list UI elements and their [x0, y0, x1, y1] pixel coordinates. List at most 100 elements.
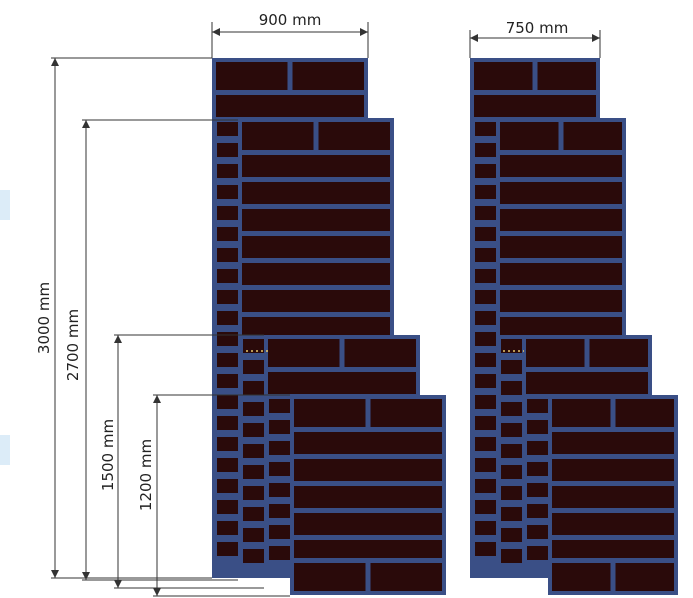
- panel-900-1200: [290, 395, 446, 595]
- panel-900-2700-edge-slot: [243, 360, 265, 374]
- dim-3000-arrow-bottom: [51, 570, 59, 578]
- panel-900-2700-edge-slot: [243, 507, 265, 521]
- panel-750-1200-bottom-cell: [615, 563, 674, 591]
- panel-750-3000-edge-slot: [475, 374, 497, 388]
- panel-900-2700-bay: [242, 263, 390, 285]
- panel-900-2700-bay: [242, 155, 390, 177]
- panel-750-3000-edge-slot: [475, 290, 497, 304]
- panel-900-2700-edge-slot: [243, 486, 265, 500]
- panel-750-2700-bay: [500, 263, 622, 285]
- height-1200-label: 1200 mm: [137, 439, 155, 511]
- panel-750-1500-edge: [524, 395, 552, 578]
- panel-900-2700-edge-slot: [243, 549, 265, 563]
- panel-750-3000-edge-slot: [475, 227, 497, 241]
- panel-900-3000-edge-slot: [217, 143, 239, 157]
- panel-750-3000-edge-slot: [475, 311, 497, 325]
- panel-900-3000-edge-slot: [217, 122, 239, 136]
- panel-750-2700-edge-slot: [501, 465, 523, 479]
- panel-750-3000-edge-slot: [475, 458, 497, 472]
- panel-900-2700-bay: [242, 236, 390, 258]
- panel-900-1500-edge-slot: [269, 399, 291, 413]
- panel-750-2700-top-cell: [563, 122, 622, 150]
- panel-750-1500-edge-slot: [527, 420, 549, 434]
- panel-750-2700-edge-slot: [501, 444, 523, 458]
- side-tint-lower: [0, 435, 10, 465]
- panel-750-3000-edge-slot: [475, 437, 497, 451]
- panel-750-1500-bay: [526, 372, 648, 394]
- panel-750-2700-bay: [500, 209, 622, 231]
- panel-750-1500-edge-slot: [527, 441, 549, 455]
- panel-750-2700-bay: [500, 317, 622, 339]
- panel-900-3000-edge: [214, 118, 242, 578]
- panel-900-2700-edge-slot: [243, 381, 265, 395]
- panel-750-3000-top-cell: [537, 62, 596, 90]
- panel-900-2700-bay: [242, 317, 390, 339]
- dim-3000-arrow-top: [51, 58, 59, 66]
- panel-900-1200-bay: [294, 432, 442, 454]
- panel-750-3000-edge-slot: [475, 122, 497, 136]
- panel-900-3000-edge-slot: [217, 395, 239, 409]
- panel-750-1200-top-cell: [615, 399, 674, 427]
- panel-stacks: [212, 58, 678, 595]
- panel-750-3000-edge-slot: [475, 185, 497, 199]
- panel-750-1200-bay: [552, 432, 674, 454]
- dim-900-arrow-left: [212, 28, 220, 36]
- panel-900-3000-edge-slot: [217, 269, 239, 283]
- panel-750-3000-edge-slot: [475, 395, 497, 409]
- panel-900-2700-top-cell: [318, 122, 390, 150]
- panel-900-1200-bay: [294, 513, 442, 535]
- panel-750-2700-edge-slot: [501, 549, 523, 563]
- panel-900-3000-edge-slot: [217, 206, 239, 220]
- panel-900-2700-edge-slot: [243, 402, 265, 416]
- panel-750-2700-bay: [500, 290, 622, 312]
- panel-750-2700-edge-slot: [501, 507, 523, 521]
- panel-900-1200-bottom-cell: [294, 563, 366, 591]
- panel-750-1500-edge-slot: [527, 525, 549, 539]
- panel-750-2700-bay: [500, 236, 622, 258]
- panel-750-1200-bottom-cell: [552, 563, 611, 591]
- panel-750-1200: [548, 395, 678, 595]
- panel-900-3000-top-cell: [292, 62, 364, 90]
- panel-900-3000-edge-slot: [217, 311, 239, 325]
- panel-900-1200-bay: [294, 540, 442, 558]
- panel-750-1500-top-cell: [589, 339, 648, 367]
- panel-900-3000-edge-slot: [217, 479, 239, 493]
- panel-750-1500-edge-slot: [527, 462, 549, 476]
- dim-750-arrow-left: [470, 34, 478, 42]
- panel-750-3000-edge-slot: [475, 500, 497, 514]
- dim-1500-arrow-top: [114, 335, 122, 343]
- panel-750-3000-bay: [474, 95, 596, 117]
- dim-900-arrow-right: [360, 28, 368, 36]
- dim-1200-arrow-top: [153, 395, 161, 403]
- panel-750-3000-edge-slot: [475, 269, 497, 283]
- panel-900-1500-bay: [268, 372, 416, 394]
- panel-750-1500-edge-slot: [527, 546, 549, 560]
- panel-900-1500-edge-slot: [269, 525, 291, 539]
- panel-900-3000-edge-slot: [217, 416, 239, 430]
- dim-1200-arrow-bottom: [153, 588, 161, 596]
- panel-900-3000-edge-slot: [217, 248, 239, 262]
- panel-900-2700-edge-slot: [243, 444, 265, 458]
- panel-900-2700-bay: [242, 182, 390, 204]
- width-750-label: 750 mm: [506, 19, 569, 37]
- side-tint-upper: [0, 190, 10, 220]
- panel-900-3000-edge-slot: [217, 164, 239, 178]
- dim-2700-arrow-top: [82, 120, 90, 128]
- panel-750-1200-bay: [552, 540, 674, 558]
- panel-900-1200-top-cell: [370, 399, 442, 427]
- panel-750-3000-edge-slot: [475, 164, 497, 178]
- panel-750-1500-top-cell: [526, 339, 585, 367]
- panel-900-1200-top-cell: [294, 399, 366, 427]
- panel-900-1200-bottom-cell: [370, 563, 442, 591]
- panel-750-1200-top-cell: [552, 399, 611, 427]
- panel-900-2700-edge-slot: [243, 339, 265, 353]
- panel-900-3000-edge-slot: [217, 374, 239, 388]
- panel-900-3000-edge-slot: [217, 437, 239, 451]
- panel-750-2700-bay: [500, 182, 622, 204]
- panel-900-3000-edge-slot: [217, 542, 239, 556]
- panel-900-2700-bay: [242, 290, 390, 312]
- width-900-label: 900 mm: [259, 11, 322, 29]
- panel-900-1500-edge-slot: [269, 483, 291, 497]
